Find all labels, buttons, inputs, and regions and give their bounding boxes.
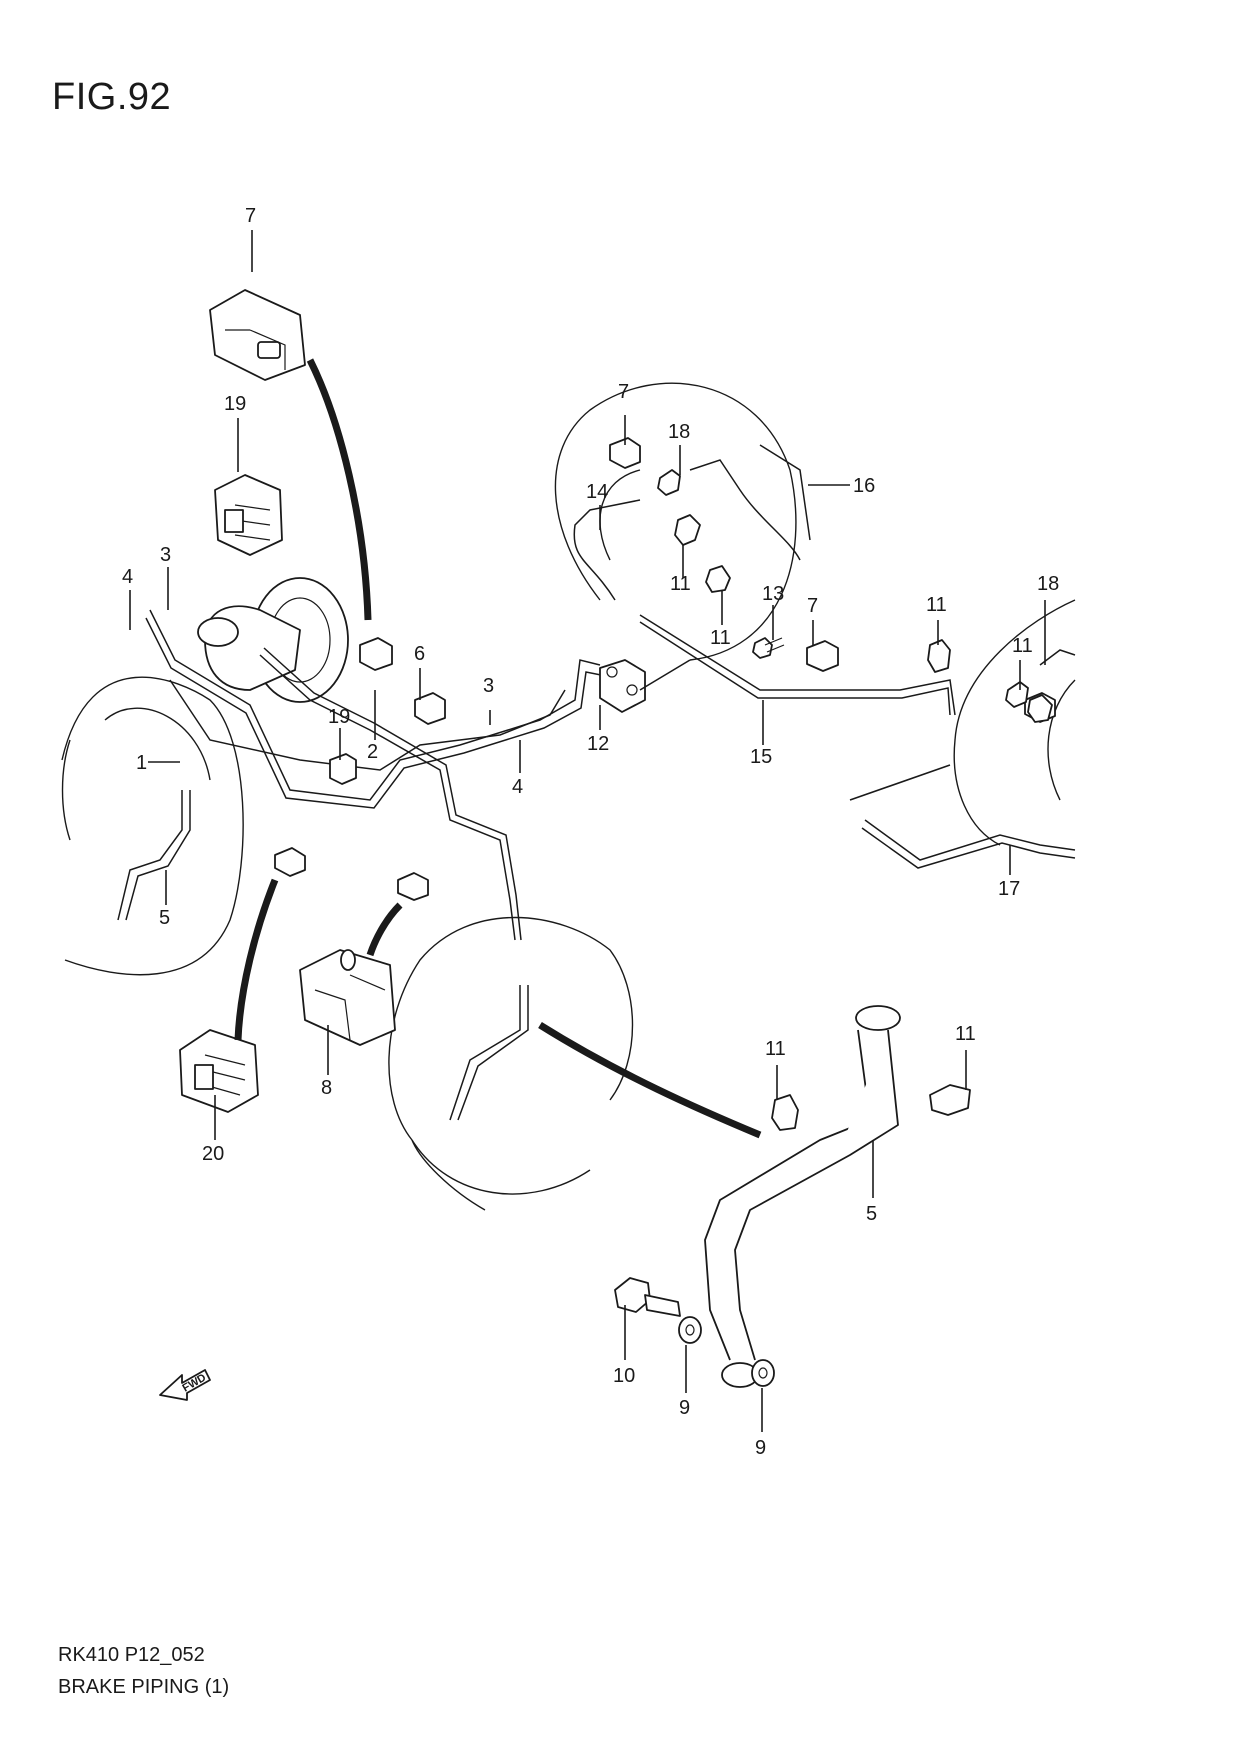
callout-9-b: 9: [755, 1437, 766, 1459]
fwd-direction-badge: FWD: [159, 1369, 211, 1401]
clamp-19-top: [214, 474, 283, 556]
callout-11-a: 11: [670, 573, 691, 595]
callout-12: 12: [587, 733, 609, 755]
brake-hoses: [117, 790, 901, 1388]
rear-right-wheel: [953, 599, 1076, 846]
callout-11-d: 11: [1012, 635, 1033, 657]
callout-11-c: 11: [926, 594, 947, 616]
callout-19-top: 19: [224, 393, 246, 415]
callout-11-b: 11: [710, 627, 731, 649]
callout-5-right: 5: [866, 1203, 877, 1225]
front-disc-wheel: [554, 382, 797, 661]
callout-7-top: 7: [245, 205, 256, 227]
washers-9: [678, 1316, 775, 1387]
leader-lines: [129, 230, 1046, 1432]
callout-11-e: 11: [765, 1038, 786, 1060]
callout-3-center: 3: [483, 675, 494, 697]
bolt-10: [614, 1277, 681, 1317]
clamp-7-top: [209, 289, 306, 381]
callout-17: 17: [998, 878, 1020, 900]
junction-12: [599, 659, 646, 713]
callout-7-disc: 7: [618, 381, 629, 403]
clips-11: [674, 514, 1053, 1131]
section-title: BRAKE PIPING (1): [58, 1676, 230, 1698]
pointer-line-hose-5: [538, 1022, 762, 1139]
callout-7-right: 7: [807, 595, 818, 617]
callout-16: 16: [853, 475, 875, 497]
bolt-13: [752, 637, 785, 659]
callout-6: 6: [414, 643, 425, 665]
callout-numbers: 7 19 3 4 1 2 6 3 4 5 19 20 8 7 18 14 16 …: [122, 205, 1059, 1459]
callout-3-left: 3: [160, 544, 171, 566]
brake-pipes: [145, 444, 1076, 941]
rear-left-wheel: [388, 916, 634, 1211]
callout-9-a: 9: [679, 1397, 690, 1419]
callout-15: 15: [750, 746, 772, 768]
callout-14: 14: [586, 481, 608, 503]
front-left-wheel: [61, 676, 244, 976]
callout-1: 1: [136, 752, 147, 774]
callout-19-mid: 19: [328, 706, 350, 728]
callout-8: 8: [321, 1077, 332, 1099]
pointer-line-bracket-8: [366, 902, 403, 957]
callout-18-right: 18: [1037, 573, 1059, 595]
callout-5-left: 5: [159, 907, 170, 929]
callout-20: 20: [202, 1143, 224, 1165]
pointer-line-clamp-7: [306, 358, 372, 621]
callout-10: 10: [613, 1365, 635, 1387]
callout-2: 2: [367, 741, 378, 763]
model-code: RK410 P12_052: [58, 1644, 205, 1666]
callout-4-left: 4: [122, 566, 133, 588]
pointer-line-clamp-20: [234, 878, 279, 1041]
callout-13: 13: [762, 583, 784, 605]
brake-booster: [197, 577, 349, 703]
callout-18-disc: 18: [668, 421, 690, 443]
bleeders-18: [657, 469, 1029, 708]
bracket-8: [299, 949, 396, 1046]
callout-4-center: 4: [512, 776, 523, 798]
figure-title: FIG.92: [52, 76, 172, 118]
fwd-label: FWD: [181, 1372, 209, 1395]
clamp-20: [179, 1029, 259, 1113]
callout-11-f: 11: [955, 1023, 976, 1045]
